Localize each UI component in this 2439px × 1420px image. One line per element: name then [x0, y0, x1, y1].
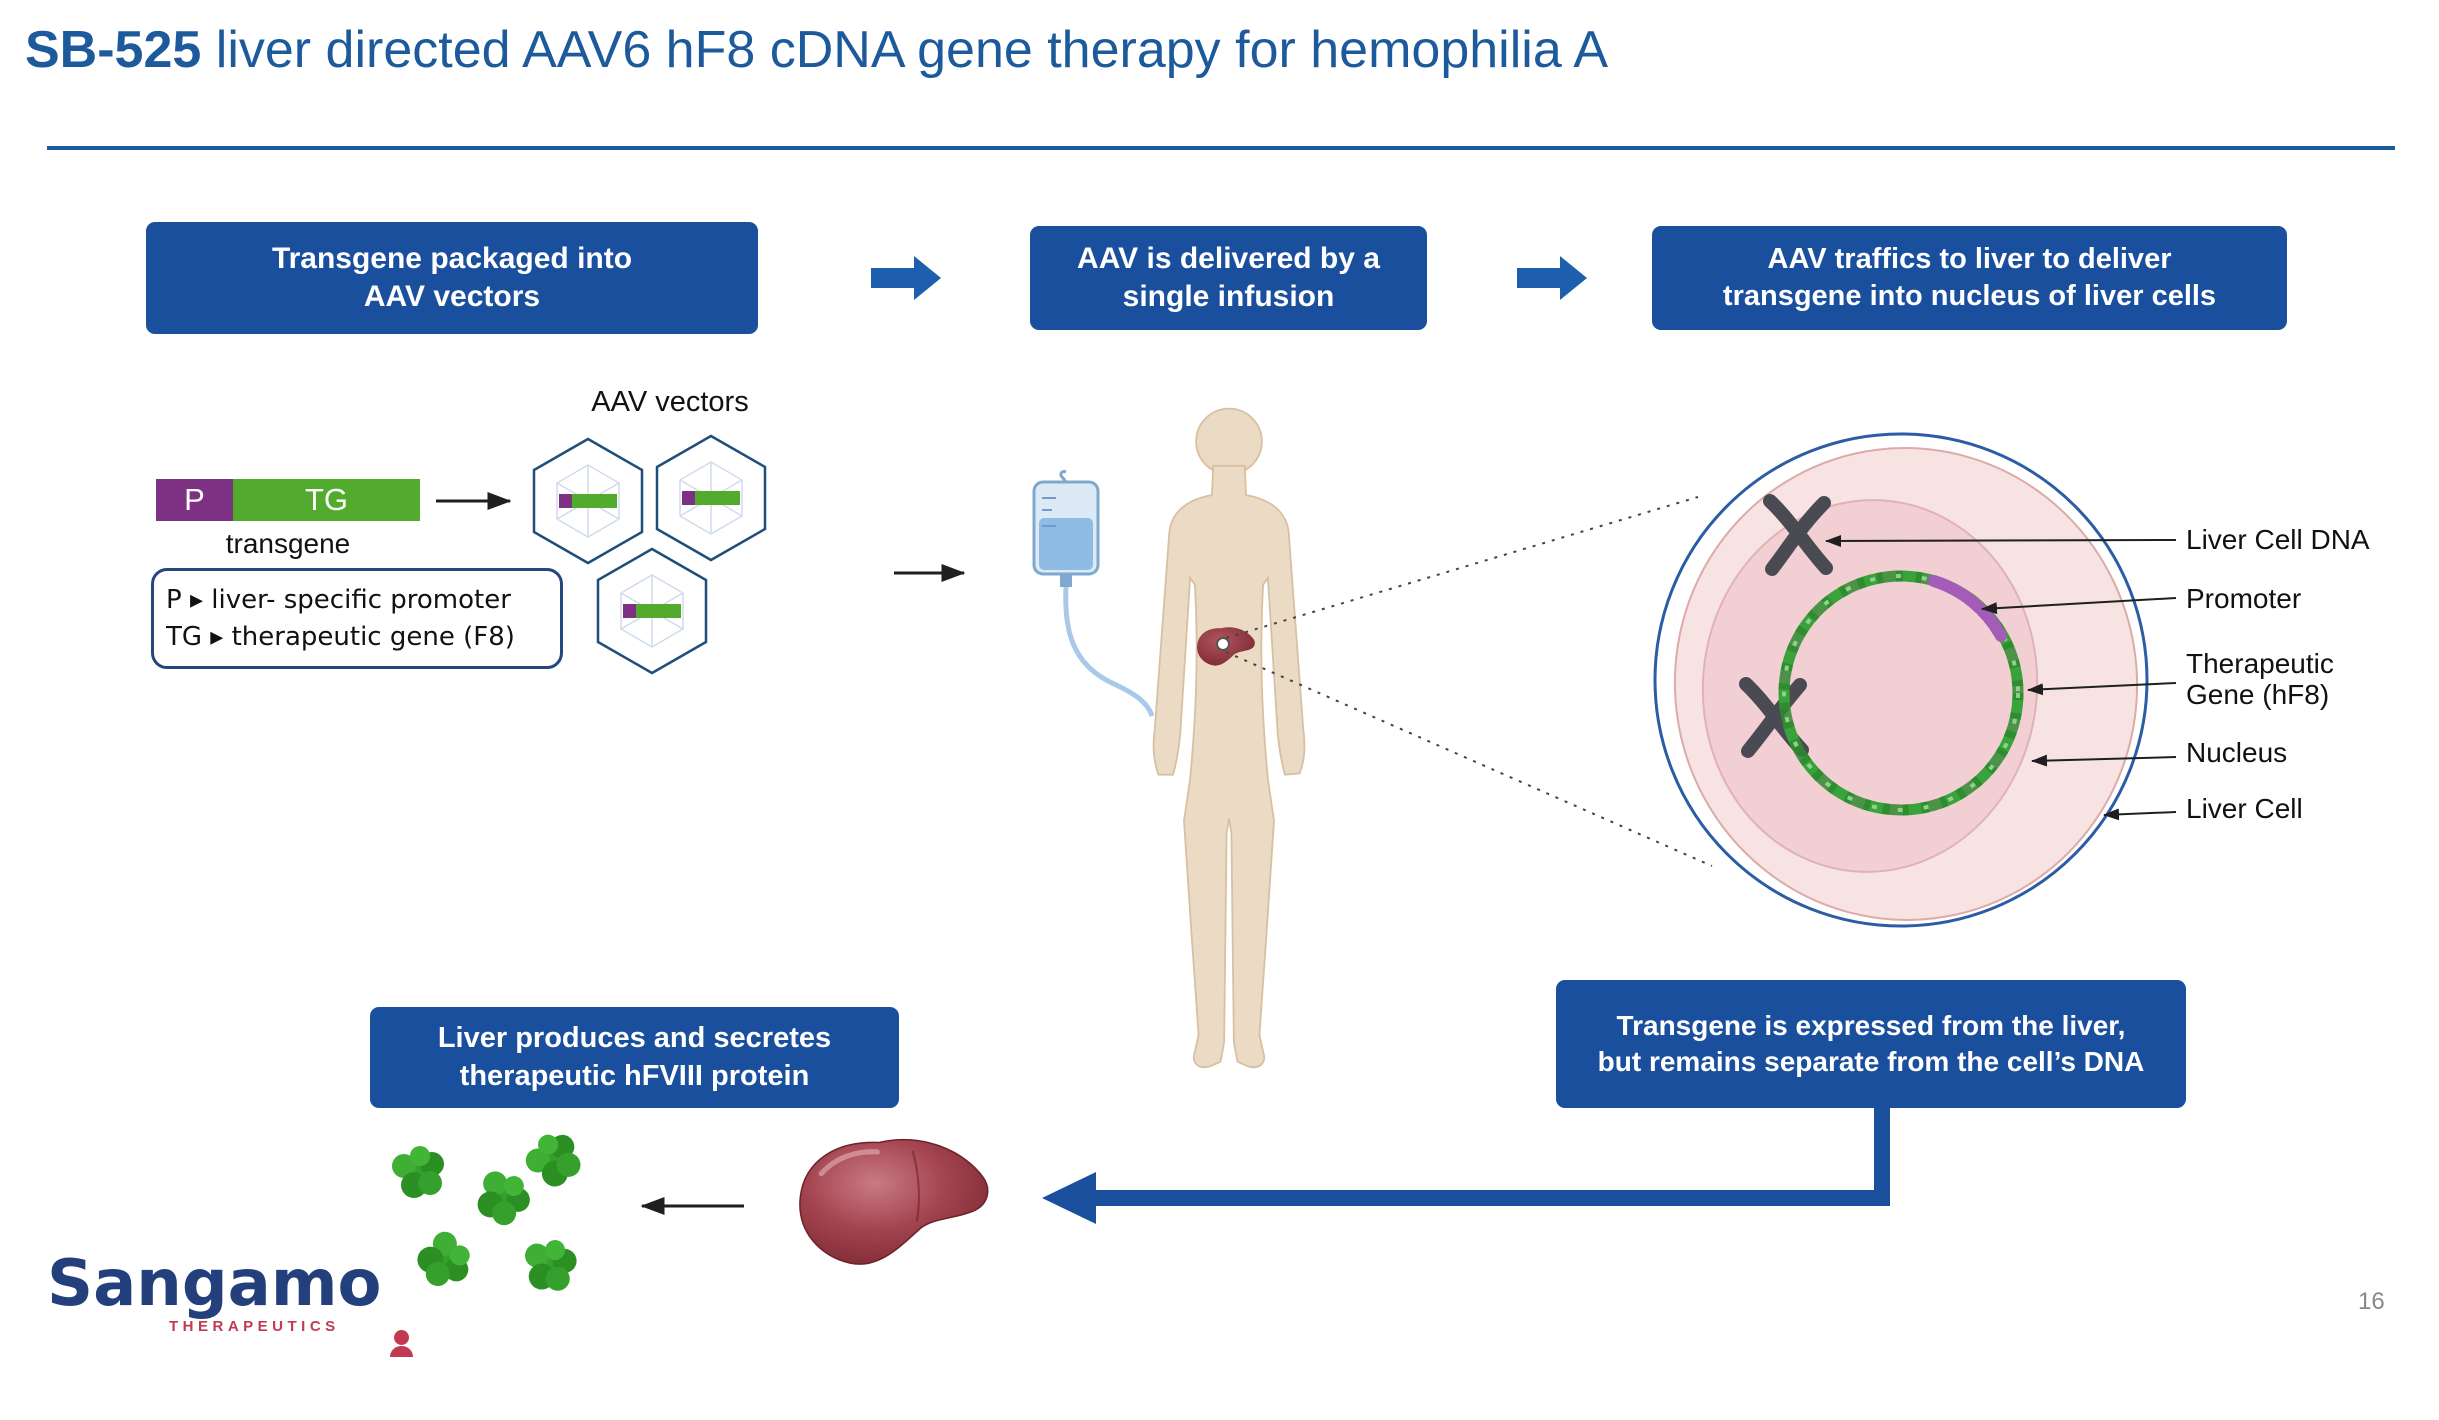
- protein-blob-icon: [410, 1225, 478, 1293]
- step-box-aav-delivered: AAV is delivered by a single infusion: [1030, 226, 1427, 330]
- iv-graduations: [1042, 497, 1056, 527]
- liver-shape: [1197, 627, 1255, 666]
- liver-cell-illustration: [1653, 432, 2149, 928]
- flow-arrow-icon: [1517, 256, 1587, 300]
- label-liver-cell-dna: Liver Cell DNA: [2186, 524, 2370, 555]
- transgene-caption: transgene: [225, 528, 351, 559]
- label-promoter: Promoter: [2186, 583, 2302, 614]
- liver-shape: [799, 1138, 989, 1265]
- aav-hexagon-icon: [655, 434, 767, 562]
- return-arrow-line: [1092, 1106, 1890, 1206]
- iv-hook: [1059, 470, 1068, 483]
- liver-product-icon: [799, 1138, 989, 1265]
- sangamo-logo: Sangamo THERAPEUTICS: [47, 1252, 413, 1357]
- iv-tube: [1063, 586, 1155, 717]
- legend-line-gene: TG ▸ therapeutic gene (F8): [166, 622, 515, 652]
- hfviii-protein-icons: [392, 1125, 588, 1297]
- sangamo-logo-text: Sangamo: [47, 1252, 413, 1357]
- page-title: SB-525 liver directed AAV6 hF8 cDNA gene…: [25, 20, 1608, 80]
- page-title-rest: liver directed AAV6 hF8 cDNA gene therap…: [201, 21, 1609, 79]
- iv-bag-icon: [1032, 470, 1155, 717]
- therapeutic-gene-block: TG: [233, 479, 420, 521]
- box-transgene-expressed: Transgene is expressed from the liver, b…: [1556, 980, 2186, 1108]
- legend-box: P ▸ liver- specific promoter TG ▸ therap…: [151, 568, 563, 669]
- episomal-transgene-ring: [1778, 570, 2024, 816]
- protein-blob-icon: [517, 1233, 581, 1297]
- title-divider: [47, 146, 2395, 150]
- page-number: 16: [2358, 1288, 2385, 1315]
- liver-lobe-line: [911, 1150, 921, 1222]
- aav-hexagon-icon: [596, 547, 708, 675]
- chromosome-icon: [1741, 678, 1807, 758]
- box-liver-produces: Liver produces and secretes therapeutic …: [370, 1007, 899, 1108]
- page-title-bold: SB-525: [25, 21, 202, 79]
- sangamo-wordmark: Sangamo: [47, 1247, 382, 1321]
- packaged-transgene-bars: [559, 491, 740, 618]
- promoter-segment: [1928, 575, 2007, 642]
- body-head: [1195, 407, 1263, 476]
- aav-vectors-label: AAV vectors: [591, 386, 749, 418]
- protein-blob-icon: [392, 1146, 444, 1198]
- iv-port: [1060, 574, 1072, 587]
- return-arrow-head-icon: [1042, 1172, 1096, 1224]
- liver-highlight: [818, 1149, 880, 1177]
- protein-blob-icon: [518, 1125, 588, 1195]
- label-liver-cell: Liver Cell: [2186, 793, 2303, 824]
- capsid-pattern: [556, 461, 743, 648]
- protein-blob-icon: [465, 1160, 539, 1234]
- aav-hexagon-icon: [532, 437, 644, 565]
- step-box-transgene-packaged: Transgene packaged into AAV vectors: [146, 222, 758, 334]
- sangamo-logo-subtext: THERAPEUTICS: [169, 1318, 340, 1335]
- label-nucleus: Nucleus: [2186, 737, 2288, 768]
- chromosome-icon: [1765, 496, 1831, 576]
- step-box-aav-traffics: AAV traffics to liver to deliver transge…: [1652, 226, 2287, 330]
- promoter-block: P: [156, 479, 233, 521]
- label-therapeutic-gene: Therapeutic Gene (hF8): [2186, 648, 2334, 711]
- flow-arrow-icon: [871, 256, 941, 300]
- hexagon-outlines: [532, 434, 767, 675]
- legend-line-promoter: P ▸ liver- specific promoter: [166, 585, 511, 615]
- aav-vector-icons: [532, 434, 767, 675]
- iv-fluid: [1039, 518, 1093, 570]
- liver-in-body-icon: [1197, 627, 1255, 666]
